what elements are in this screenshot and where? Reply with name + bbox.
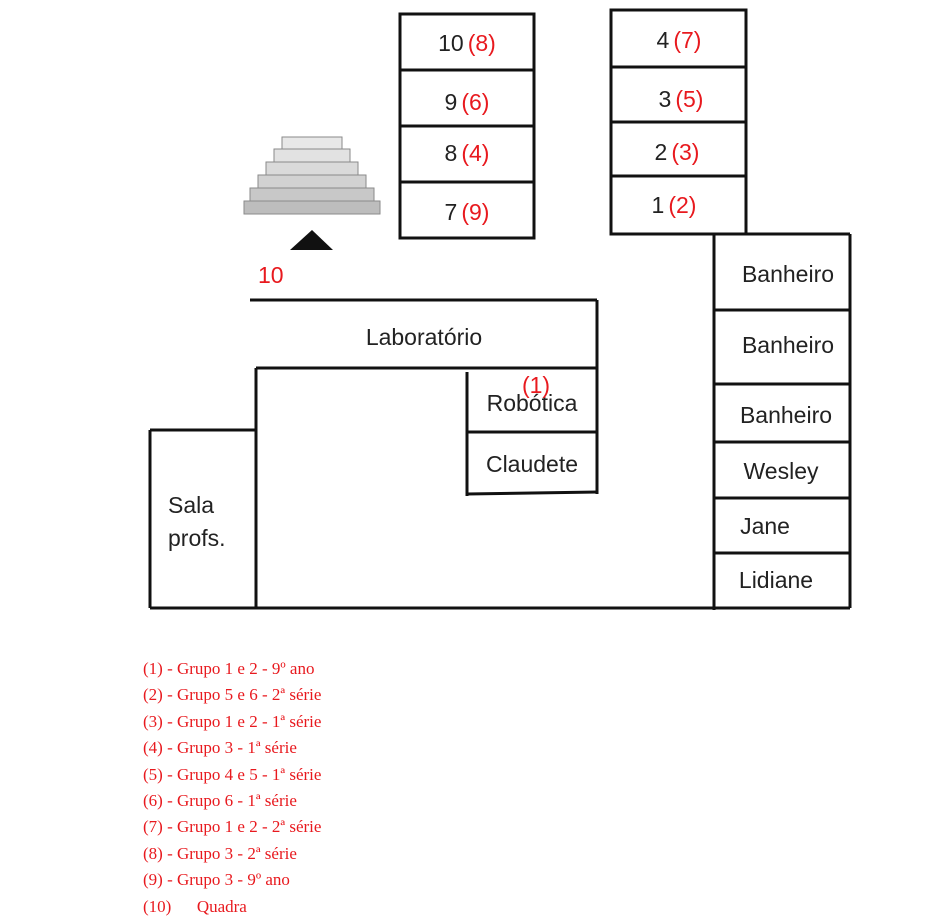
room-lidiane-label: Lidiane [739,567,813,593]
legend-item: (2) - Grupo 5 e 6 - 2ª série [143,685,322,705]
classroom-label: 2(3) [655,139,700,165]
classroom-label: 7(9) [445,199,490,225]
legend-item: (6) - Grupo 6 - 1ª série [143,791,297,811]
sala-profs-label: profs. [168,525,226,551]
room-banheiro-label: Banheiro [740,402,832,428]
legend-item: (1) - Grupo 1 e 2 - 9º ano [143,659,315,678]
group-legend: (1) - Grupo 1 e 2 - 9º ano (2) - Grupo 5… [143,656,321,920]
stairs-icon [243,136,381,215]
right-column-rooms: Banheiro Banheiro Banheiro Wesley Jane L… [712,232,852,610]
classroom-block-right: 4(7) 3(5) 2(3) 1(2) [609,8,748,236]
classroom-block-left: 10(8) 9(6) 8(4) 7(9) [398,12,536,240]
legend-item: (3) - Grupo 1 e 2 - 1ª série [143,711,322,731]
classroom-label: 10(8) [438,30,496,56]
direction-arrow-icon [290,230,333,250]
floor-plan: 10(8) 9(6) 8(4) 7(9) 4(7) 3(5) 2(3) 1(2)… [148,8,852,610]
classroom-label: 8(4) [445,140,490,166]
room-jane-label: Jane [740,513,790,539]
classroom-label: 4(7) [657,27,702,53]
legend-item: (4) - Grupo 3 - 1ª série [143,738,297,758]
main-building: Sala profs. [148,368,850,610]
classroom-label: 9(6) [445,89,490,115]
classroom-label: 3(5) [659,86,704,112]
legend-item: (7) - Grupo 1 e 2 - 2ª série [143,817,322,837]
legend-item: (9) - Grupo 3 - 9º ano [143,870,290,890]
laboratorio-label: Laboratório [366,324,482,350]
laboratorio-area: Laboratório [250,298,599,370]
robotica-claudete-rooms: Robótica (1) Claudete [465,368,599,496]
wall [466,490,599,496]
stairs-label: 10 [258,262,284,288]
robotica-group-label: (1) [522,372,550,398]
room-banheiro-label: Banheiro [742,261,834,287]
legend-item: (5) - Grupo 4 e 5 - 1ª série [143,764,322,784]
sala-profs-label: Sala [168,492,214,518]
legend-item: (8) - Grupo 3 - 2ª série [143,843,297,863]
classroom-label: 1(2) [652,192,697,218]
room-wesley-label: Wesley [744,458,819,484]
room-banheiro-label: Banheiro [742,332,834,358]
robotica-label: Robótica [487,390,578,416]
legend-item: (10) Quadra [143,896,247,916]
claudete-label: Claudete [486,451,578,477]
